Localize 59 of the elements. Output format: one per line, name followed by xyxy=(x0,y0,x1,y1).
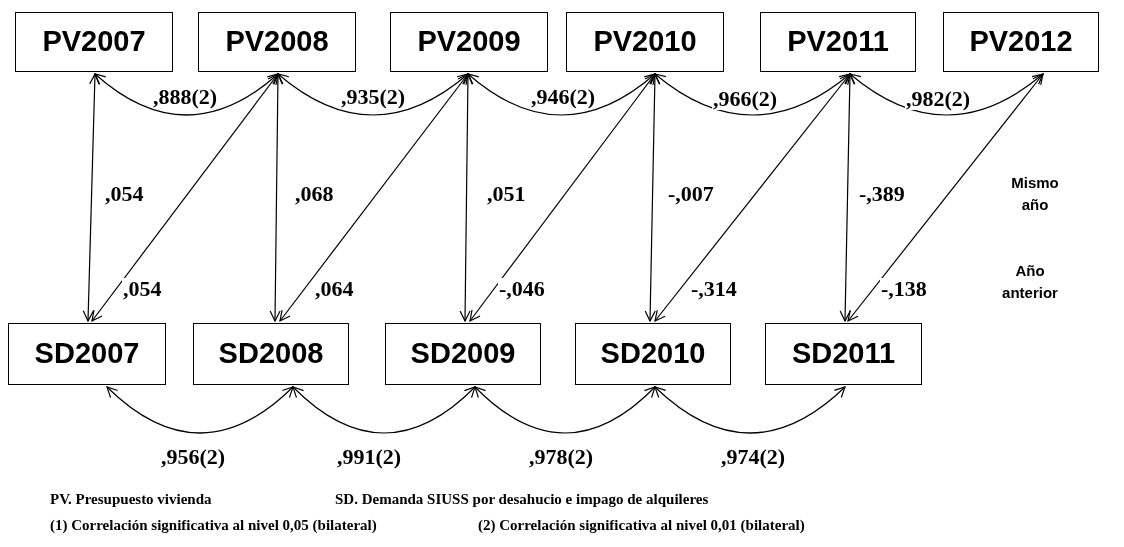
double-arrow xyxy=(474,386,656,434)
variable-box xyxy=(385,323,541,385)
edge-label: -,138 xyxy=(880,278,928,300)
edge-label: ,054 xyxy=(122,278,163,300)
edge-label: ,982(2) xyxy=(905,88,972,110)
variable-name: PV2008 xyxy=(225,24,329,60)
footnote: SD. Demanda SIUSS por desahucio e impago de alquileres xyxy=(335,490,709,509)
footnote: PV. Presupuesto vivienda xyxy=(50,490,212,509)
variable-name: SD2011 xyxy=(791,336,896,372)
edge-label: ,956(2) xyxy=(160,446,227,468)
variable-name: SD2007 xyxy=(34,336,140,372)
variable-name: PV2012 xyxy=(969,24,1073,60)
edge-label: ,974(2) xyxy=(720,446,787,468)
double-arrow xyxy=(644,73,661,322)
double-arrow xyxy=(469,73,656,322)
double-arrow xyxy=(82,73,101,322)
double-arrow xyxy=(839,73,856,322)
double-arrow xyxy=(849,73,1044,116)
double-arrow xyxy=(459,73,474,322)
footnote: (2) Correlación significativa al nivel 0,01 (bilateral) xyxy=(478,516,805,535)
variable-box xyxy=(765,323,922,385)
double-arrow xyxy=(91,73,279,322)
double-arrow xyxy=(269,73,284,322)
double-arrow xyxy=(654,73,851,116)
double-arrow xyxy=(467,73,656,116)
double-arrow xyxy=(292,386,476,434)
double-arrow xyxy=(847,73,1044,322)
edge-label: ,946(2) xyxy=(530,86,597,108)
variable-box xyxy=(8,323,166,385)
variable-name: PV2007 xyxy=(42,24,146,60)
double-arrow xyxy=(654,386,846,434)
double-arrow xyxy=(94,73,279,116)
variable-name: PV2009 xyxy=(417,24,521,60)
variable-box xyxy=(575,323,731,385)
variable-box xyxy=(198,12,356,72)
variable-box xyxy=(193,323,349,385)
double-arrow xyxy=(277,73,469,116)
variable-name: PV2011 xyxy=(787,24,889,60)
edge-label: ,978(2) xyxy=(528,446,595,468)
variable-name: SD2010 xyxy=(600,336,706,372)
annotation: Mismo año xyxy=(1010,173,1060,215)
variable-box xyxy=(760,12,916,72)
double-arrow xyxy=(106,386,294,434)
variable-box xyxy=(390,12,548,72)
edge-label: ,888(2) xyxy=(152,86,219,108)
footnote: (1) Correlación significativa al nivel 0,05 (bilateral) xyxy=(50,516,377,535)
variable-box xyxy=(566,12,724,72)
variable-box xyxy=(943,12,1099,72)
annotation: Año anterior xyxy=(1001,261,1059,303)
double-arrow xyxy=(654,73,851,322)
edge-label: ,991(2) xyxy=(336,446,403,468)
variable-box xyxy=(15,12,173,72)
variable-name: SD2009 xyxy=(410,336,516,372)
edge-label: -,046 xyxy=(498,278,546,300)
edge-label: ,935(2) xyxy=(340,86,407,108)
double-arrow xyxy=(279,73,469,322)
variable-name: PV2010 xyxy=(593,24,697,60)
edge-label: ,966(2) xyxy=(712,88,779,110)
variable-name: SD2008 xyxy=(218,336,324,372)
